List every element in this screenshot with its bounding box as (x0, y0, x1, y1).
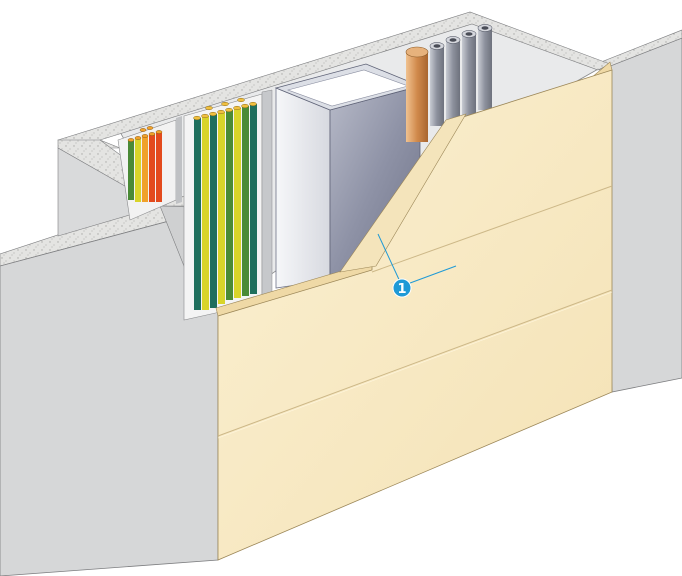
cable-group-left (117, 116, 182, 221)
callout-marker[interactable]: 1 (377, 233, 457, 298)
pipe-group (405, 24, 493, 142)
cable-group-middle (183, 89, 273, 321)
left-wall (0, 147, 219, 576)
callout-number: 1 (397, 282, 406, 297)
board-casing (215, 61, 613, 561)
